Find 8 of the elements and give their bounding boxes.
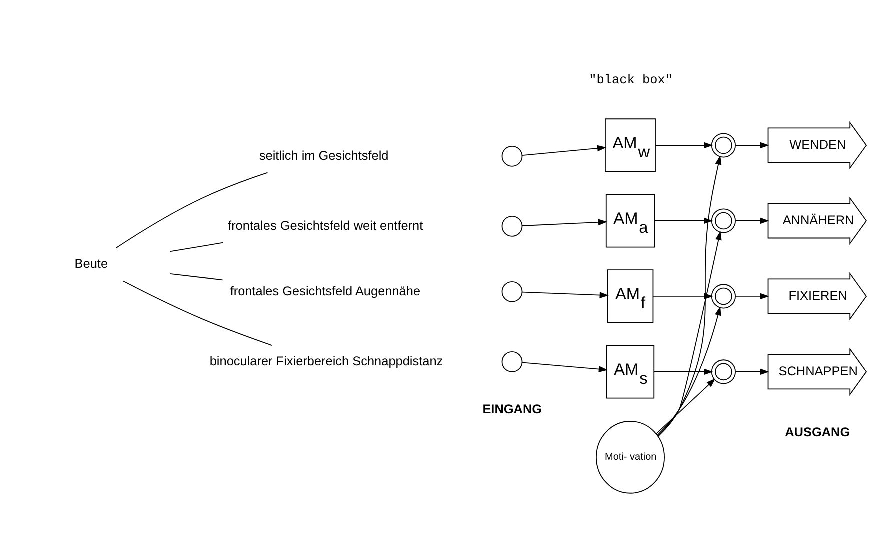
node-text: frontales Gesichtsfeld weit entfernt [228, 217, 424, 232]
label: EINGANG [482, 401, 542, 416]
node-text: binocularer Fixierbereich Schnappdistanz [210, 352, 444, 368]
node-text: Beute [74, 255, 108, 270]
label: AUSGANG [785, 424, 850, 439]
node-text: seitlich im Gesichtsfeld [259, 147, 389, 162]
node-text: frontales Gesichtsfeld Augennähe [230, 282, 421, 298]
label: "black box" [589, 72, 674, 87]
